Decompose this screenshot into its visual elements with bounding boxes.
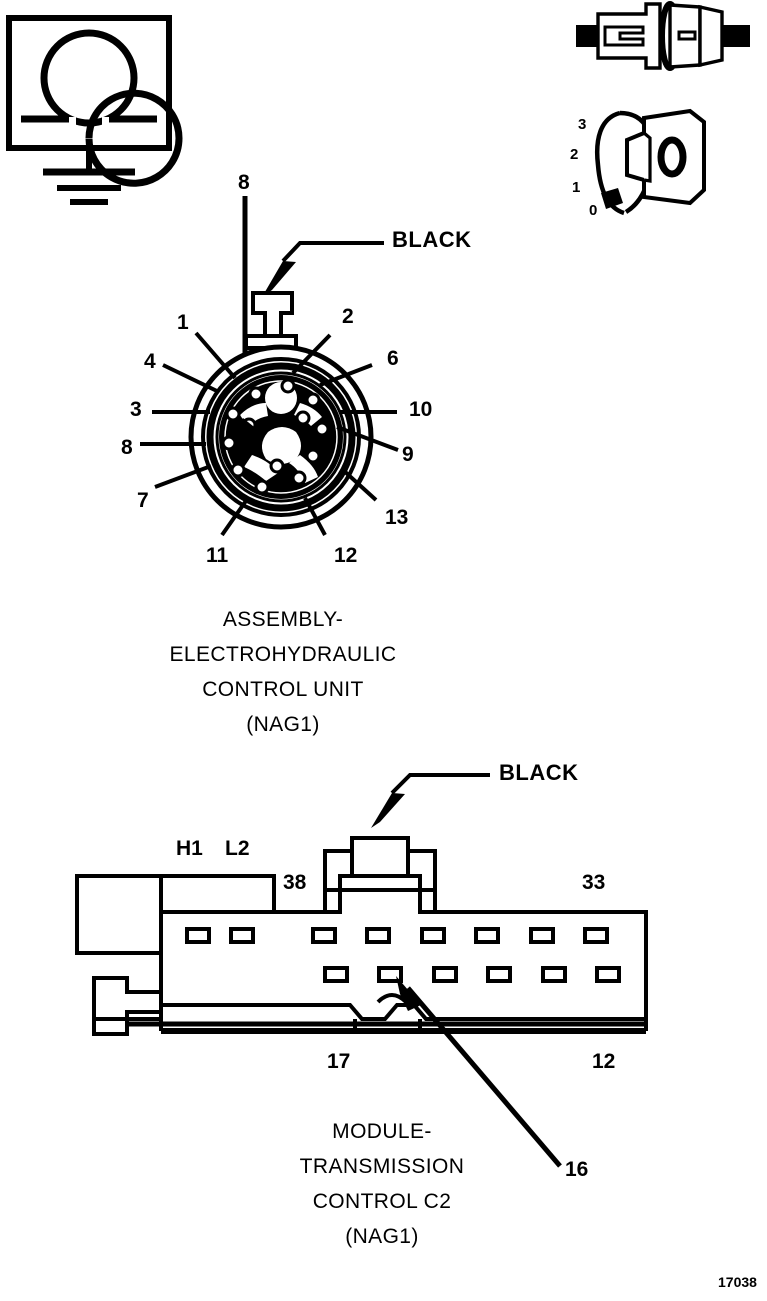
rect-caption-line-3: CONTROL C2 bbox=[312, 1190, 452, 1213]
rect-pin-cavity-row-top-left bbox=[185, 927, 255, 944]
ignition-position-2: 2 bbox=[570, 146, 579, 163]
rect-pin-cavity-row-top-right bbox=[311, 927, 609, 944]
rect-pin-callout-16: 16 bbox=[565, 1158, 589, 1181]
rect-label-38: 38 bbox=[283, 871, 307, 894]
round-leader-lines-left bbox=[140, 331, 237, 489]
rect-connector-graphic bbox=[75, 773, 648, 1168]
black-wire-label-rect: BLACK bbox=[499, 760, 579, 785]
round-pin-label-4: 4 bbox=[144, 350, 156, 373]
round-pin-label-6: 6 bbox=[387, 347, 399, 370]
round-caption-line-4: (NAG1) bbox=[246, 713, 320, 736]
ohmmeter-ground-symbol bbox=[6, 15, 183, 205]
rect-label-17: 17 bbox=[327, 1050, 351, 1073]
black-wire-leader-rect bbox=[371, 773, 490, 828]
round-pin-label-13: 13 bbox=[385, 506, 409, 529]
black-wire-leader-round bbox=[262, 241, 384, 297]
round-caption-line-2: ELECTROHYDRAULIC bbox=[169, 643, 397, 666]
rect-caption-line-4: (NAG1) bbox=[345, 1225, 419, 1248]
round-pin-label-12: 12 bbox=[334, 544, 358, 567]
ignition-position-1: 1 bbox=[572, 179, 581, 196]
round-pin-label-7: 7 bbox=[137, 489, 149, 512]
ignition-switch-positions-icon bbox=[595, 108, 706, 216]
rect-label-h1: H1 bbox=[176, 837, 203, 860]
rect-label-33: 33 bbox=[582, 871, 606, 894]
round-leader-lines-right bbox=[291, 333, 399, 502]
rect-caption-line-1: MODULE- bbox=[332, 1120, 432, 1143]
rect-connector-caption: MODULE- TRANSMISSION CONTROL C2 (NAG1) bbox=[152, 1120, 612, 1260]
figure-number: 17038 bbox=[718, 1274, 757, 1290]
rect-label-l2: L2 bbox=[225, 837, 250, 860]
rect-label-12: 12 bbox=[592, 1050, 616, 1073]
round-pin-label-10: 10 bbox=[409, 398, 433, 421]
round-pin-label-2: 2 bbox=[342, 305, 354, 328]
pin-16-leader bbox=[396, 976, 562, 1168]
round-leader-lines-bottom bbox=[220, 496, 327, 537]
ignition-position-0: 0 bbox=[589, 202, 598, 219]
round-pin-label-1: 1 bbox=[177, 311, 189, 334]
connector-plug-icon bbox=[576, 1, 750, 71]
rect-caption-line-2: TRANSMISSION bbox=[299, 1155, 465, 1178]
round-caption-line-3: CONTROL UNIT bbox=[202, 678, 364, 701]
black-wire-label-round: BLACK bbox=[392, 227, 472, 252]
rect-pin-cavity-row-bottom bbox=[323, 966, 621, 983]
round-pin-label-3: 3 bbox=[130, 398, 142, 421]
round-pin-label-8: 8 bbox=[121, 436, 133, 459]
round-pin-label-11: 11 bbox=[206, 544, 229, 567]
round-pin-label-9: 9 bbox=[402, 443, 414, 466]
round-connector-caption: ASSEMBLY- ELECTROHYDRAULIC CONTROL UNIT … bbox=[53, 608, 513, 748]
round-pin-callout-8: 8 bbox=[238, 171, 250, 194]
ignition-position-3: 3 bbox=[578, 116, 587, 133]
round-caption-line-1: ASSEMBLY- bbox=[222, 608, 344, 631]
round-connector-graphic bbox=[140, 196, 399, 537]
